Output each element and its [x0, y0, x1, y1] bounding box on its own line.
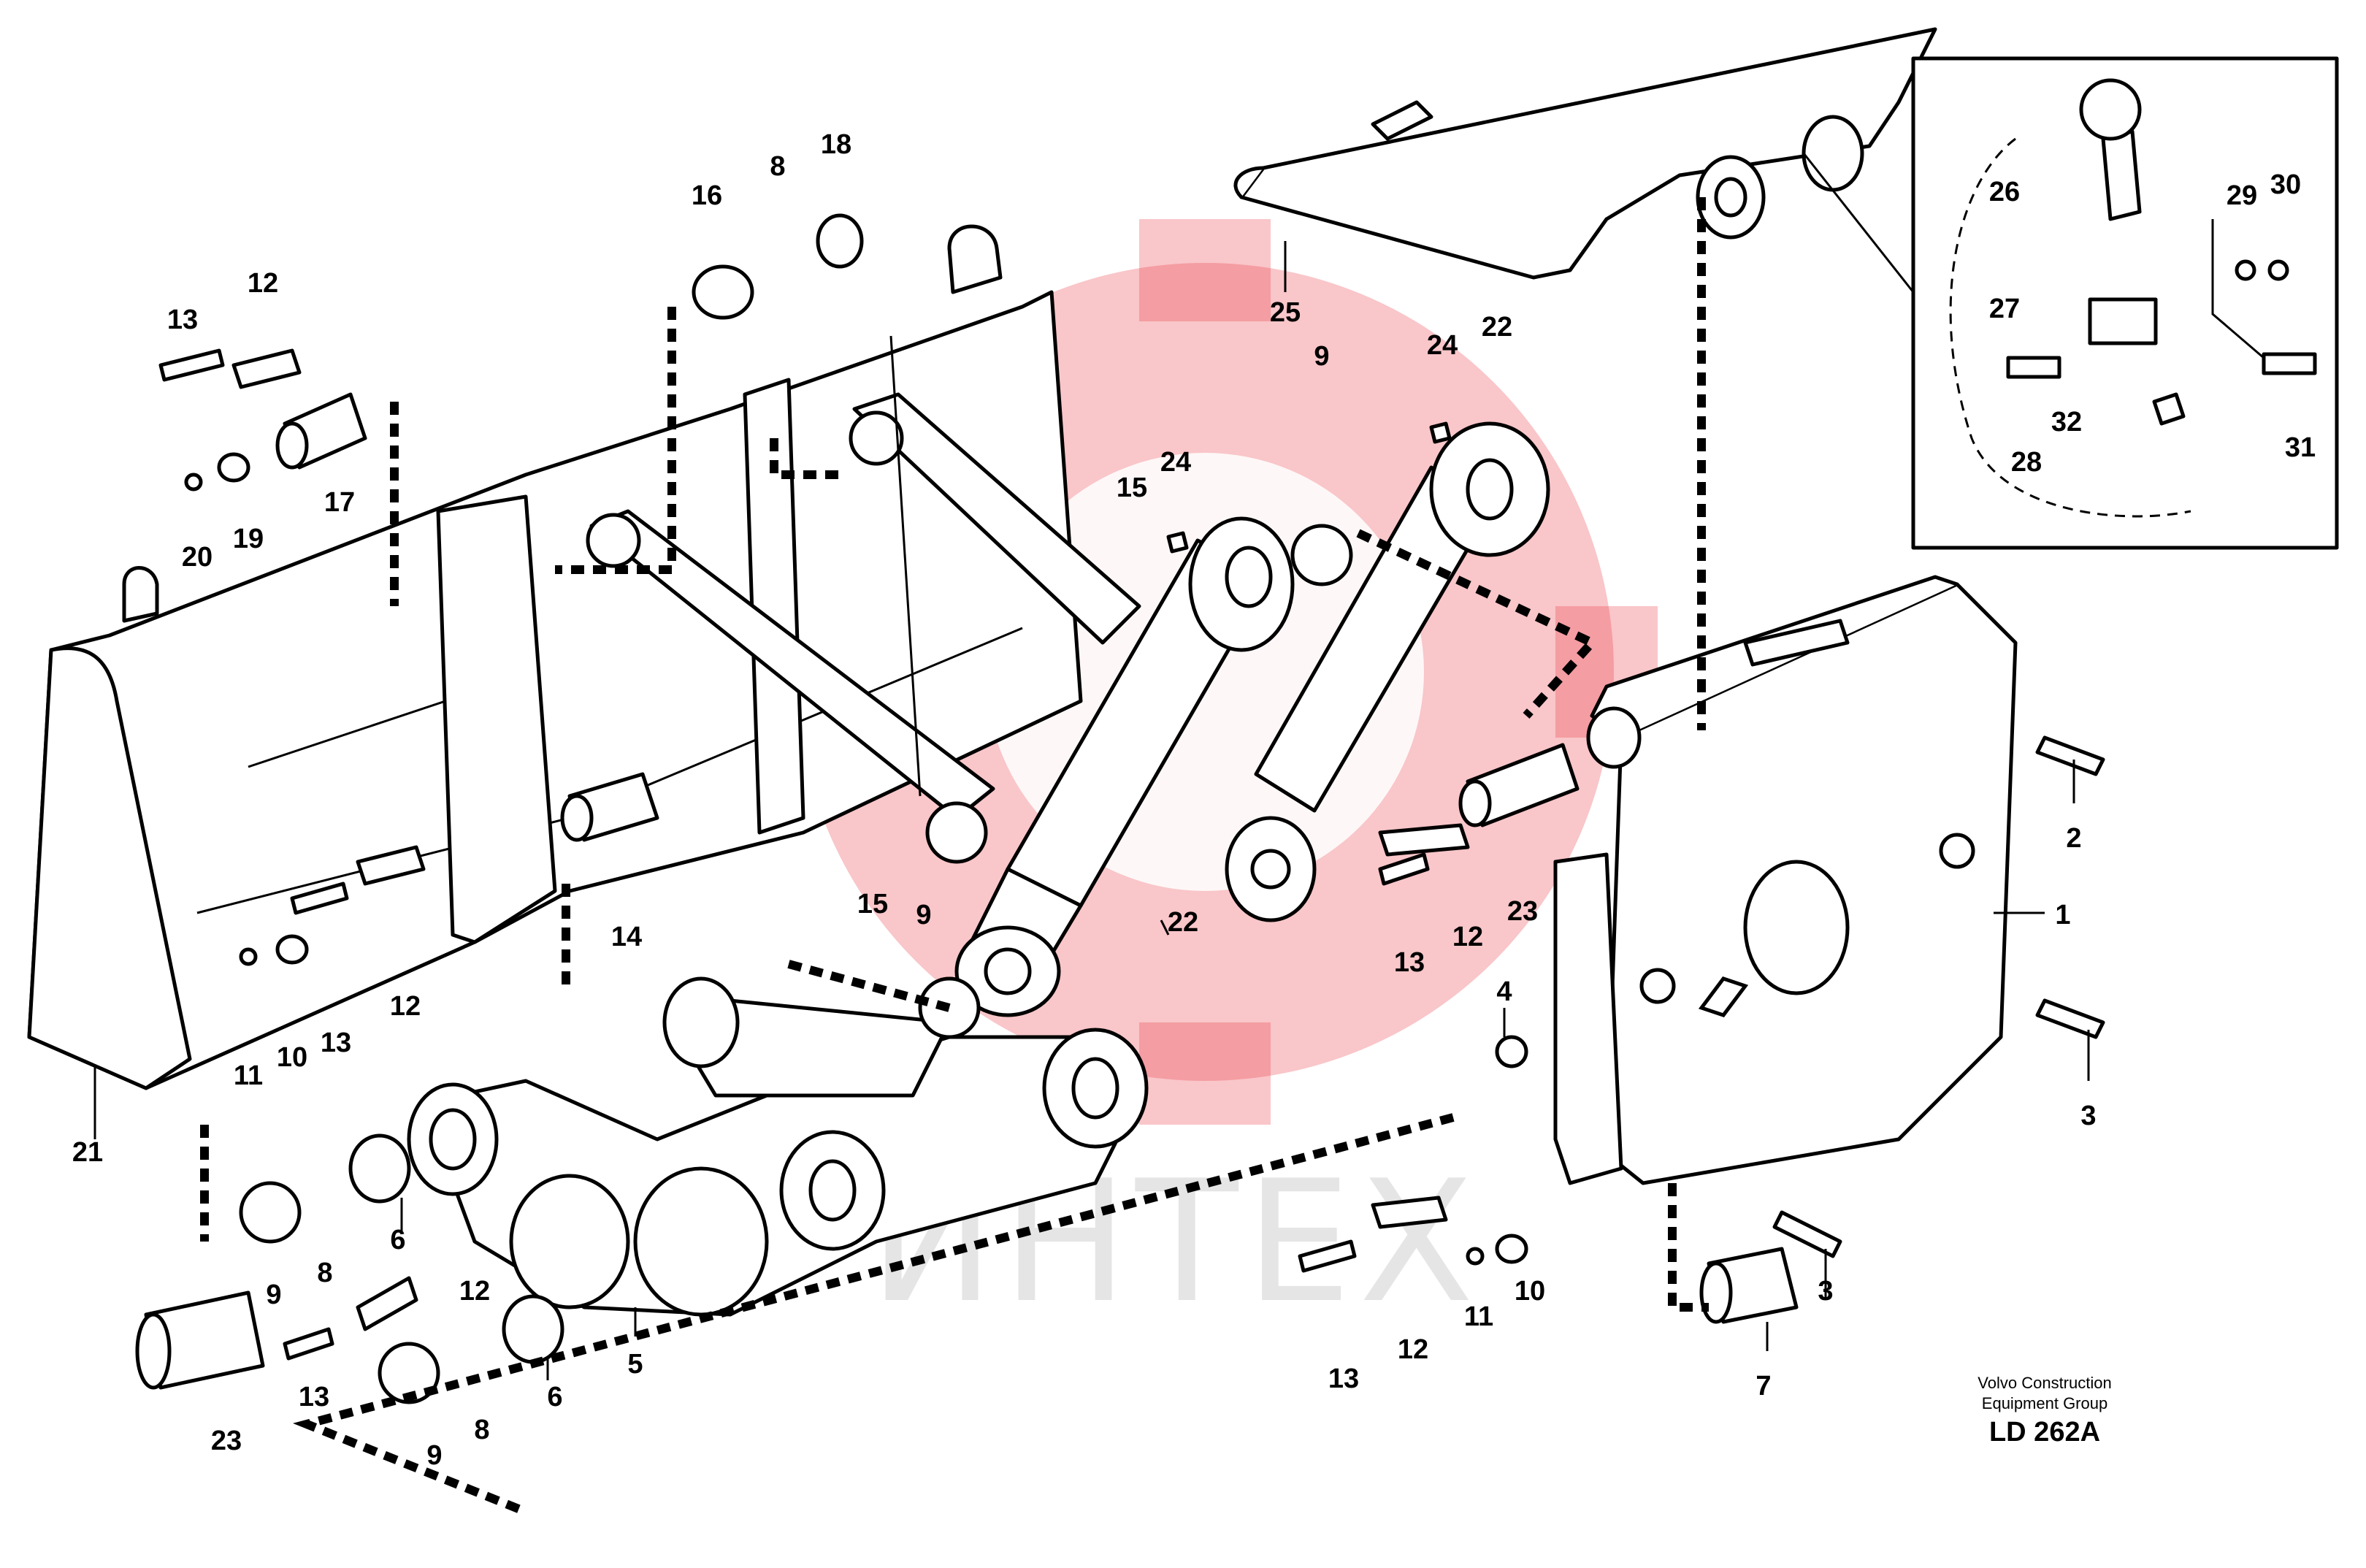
callout-9: 9	[1314, 341, 1329, 372]
callout-12c: 12	[1452, 922, 1483, 952]
hydraulic-cylinder-part-22	[954, 421, 1550, 1017]
fitting-part-19-20	[184, 452, 250, 492]
callout-23: 23	[1507, 896, 1538, 927]
lift-arm-part-15	[586, 392, 1141, 864]
callout-11: 11	[234, 1060, 263, 1091]
callout-6b: 6	[547, 1382, 562, 1412]
callout-8c: 8	[474, 1415, 489, 1445]
callout-27: 27	[1989, 294, 2020, 324]
callout-20: 20	[182, 542, 213, 573]
callout-13d: 13	[1328, 1364, 1359, 1394]
washer-part-9	[239, 524, 1353, 1404]
callout-24b: 24	[1160, 447, 1191, 478]
bucket-part-21	[27, 224, 1083, 1090]
callout-3b: 3	[1818, 1276, 1833, 1307]
callout-30: 30	[2270, 169, 2301, 200]
grease-fitting-part-24	[1166, 421, 1452, 554]
bushing-part-16	[692, 264, 754, 320]
pin-part-17	[275, 392, 367, 470]
assembly-lines	[200, 197, 1709, 1516]
callout-11b: 11	[1464, 1301, 1493, 1332]
callout-numbers: 1 2 3 3 4 5 6 6 7 8 8 8 9 9 9 9 10 10 11…	[72, 129, 2316, 1471]
bolt-part-2-3	[1772, 735, 2105, 1258]
callout-18: 18	[821, 129, 851, 160]
callout-6: 6	[390, 1225, 405, 1255]
pin-part-23b	[135, 1290, 265, 1390]
callout-22b: 22	[1168, 907, 1198, 938]
callout-13: 13	[167, 305, 198, 335]
callout-15b: 15	[857, 889, 888, 919]
pin-part-14	[560, 772, 659, 842]
callout-21: 21	[72, 1137, 103, 1168]
callout-8: 8	[770, 151, 785, 182]
callout-13e: 13	[299, 1382, 329, 1412]
callout-22: 22	[1482, 312, 1512, 343]
callout-3: 3	[2080, 1101, 2096, 1131]
callout-9d: 9	[426, 1440, 442, 1471]
callout-14: 14	[611, 922, 642, 952]
callout-9c: 9	[266, 1280, 281, 1310]
callout-2: 2	[2066, 823, 2081, 854]
bolt-part-13	[158, 348, 1430, 1361]
guard-plate-part-25	[1233, 27, 1937, 280]
callout-10: 10	[277, 1042, 307, 1073]
callout-28: 28	[2011, 447, 2042, 478]
callout-12e: 12	[459, 1276, 490, 1307]
drawing-code: LD 262A	[1988, 1417, 2101, 1447]
callout-19: 19	[233, 524, 264, 554]
callout-12: 12	[248, 268, 278, 299]
callout-25: 25	[1270, 297, 1301, 328]
callout-8b: 8	[317, 1258, 332, 1288]
callout-13b: 13	[321, 1028, 351, 1058]
nut-part-4	[1495, 1035, 1528, 1068]
callout-15: 15	[1117, 473, 1147, 503]
pin-part-23a	[1458, 743, 1580, 827]
callout-7: 7	[1756, 1371, 1771, 1401]
callout-17: 17	[324, 487, 355, 518]
callout-4: 4	[1496, 976, 1512, 1007]
callout-23b: 23	[211, 1426, 242, 1456]
callout-26: 26	[1989, 177, 2020, 207]
callout-32: 32	[2051, 407, 2082, 437]
frame-plate-part-1	[1553, 575, 2018, 1185]
callout-16: 16	[692, 180, 722, 211]
callout-24: 24	[1427, 330, 1458, 361]
callout-12d: 12	[1398, 1334, 1428, 1365]
callout-1: 1	[2055, 900, 2070, 930]
callout-9b: 9	[916, 900, 931, 930]
callout-5: 5	[627, 1349, 643, 1380]
bushing-part-6a	[348, 1133, 411, 1204]
callout-12b: 12	[390, 991, 421, 1022]
pin-part-7	[1699, 1247, 1799, 1324]
plate-part-12	[231, 348, 1470, 1331]
fitting-part-10-11	[239, 934, 1528, 1266]
bushing-part-6b	[502, 1294, 564, 1364]
credit-line-1: Volvo Construction	[1978, 1374, 2112, 1392]
callout-31: 31	[2285, 432, 2316, 463]
callout-10b: 10	[1515, 1276, 1545, 1307]
leader-lines	[93, 241, 2090, 1380]
callout-29: 29	[2227, 180, 2257, 211]
tilt-lever-part-5	[407, 976, 1149, 1317]
manufacturer-credit: Volvo Construction Equipment Group	[1935, 1373, 2154, 1414]
callout-13c: 13	[1394, 947, 1425, 978]
credit-line-2: Equipment Group	[1981, 1394, 2108, 1412]
washer-part-18	[816, 213, 864, 269]
inset-detail-box	[1911, 56, 2339, 550]
